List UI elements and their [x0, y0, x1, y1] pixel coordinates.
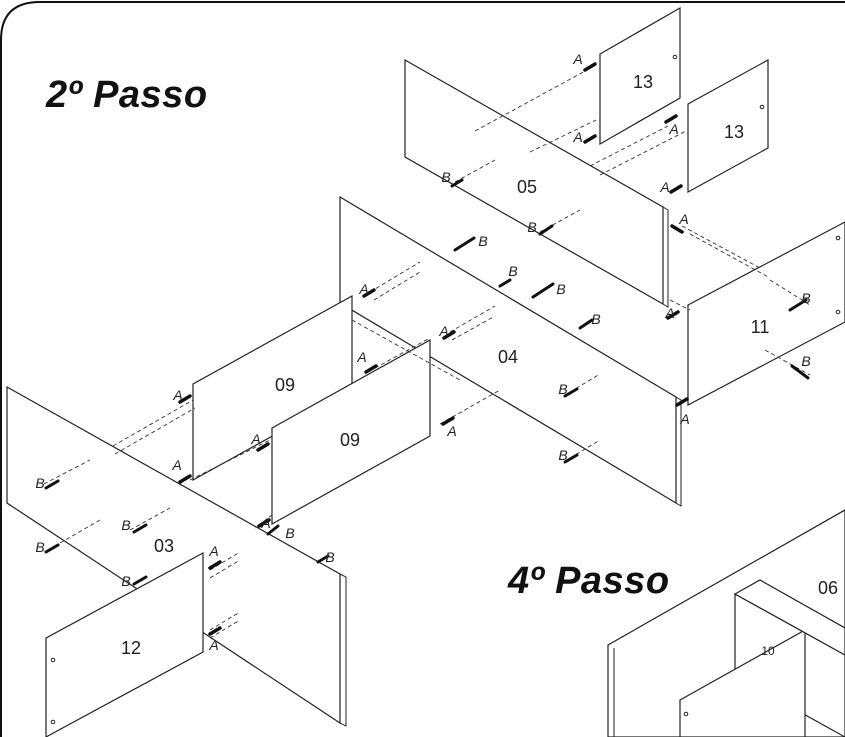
label-b: B — [508, 263, 517, 279]
label-a: A — [208, 543, 218, 559]
panel-03: 03 — [6, 385, 347, 727]
label-a: A — [679, 411, 689, 427]
label-a: A — [358, 281, 368, 297]
panel-12-label: 12 — [121, 638, 141, 658]
step-2-title: 2º Passo — [46, 74, 208, 116]
label-b: B — [558, 381, 567, 397]
label-a: A — [260, 515, 270, 531]
panel-12: 12 — [45, 551, 204, 737]
label-a: A — [572, 129, 582, 145]
label-b: B — [801, 353, 810, 369]
panel-11: 11 — [687, 221, 845, 406]
label-a: A — [250, 431, 260, 447]
dowels — [178, 62, 689, 636]
label-a: A — [171, 457, 181, 473]
panel-06-label: 06 — [818, 578, 838, 598]
panel-04-label: 04 — [498, 347, 518, 367]
panel-09-back: 09 — [192, 294, 353, 482]
label-b: B — [35, 475, 44, 491]
label-b: B — [325, 549, 334, 565]
panel-13-lower-label: 13 — [724, 122, 744, 142]
panel-11-label: 11 — [751, 317, 770, 337]
panel-09-front-label: 09 — [340, 430, 360, 450]
panel-10-label: 10 — [761, 644, 775, 658]
label-b: B — [441, 169, 450, 185]
label-b: B — [285, 525, 294, 541]
label-a: A — [172, 387, 182, 403]
step4-drawing: 06 10 — [607, 509, 845, 737]
alignment-guides — [43, 63, 811, 639]
label-b: B — [527, 219, 536, 235]
panel-04: 04 — [339, 195, 682, 507]
hardware-labels: A A A A A A A A A A A A A A A A A B B B … — [35, 51, 810, 653]
panel-13-upper-label: 13 — [633, 72, 653, 92]
label-a: A — [572, 51, 582, 67]
label-a: A — [659, 179, 669, 195]
screws — [44, 178, 810, 586]
label-b: B — [556, 281, 565, 297]
label-a: A — [678, 211, 688, 227]
label-b: B — [801, 290, 810, 306]
label-b: B — [591, 311, 600, 327]
label-a: A — [208, 637, 218, 653]
panel-13-lower: 13 — [687, 58, 769, 194]
label-b: B — [35, 539, 44, 555]
panel-09-front: 09 — [271, 338, 431, 526]
label-a: A — [446, 423, 456, 439]
step-4-title: 4º Passo — [508, 560, 670, 602]
panel-13-upper: 13 — [599, 6, 681, 146]
label-a: A — [664, 305, 674, 321]
label-a: A — [356, 349, 366, 365]
label-a: A — [668, 121, 678, 137]
label-b: B — [478, 233, 487, 249]
panel-05: 05 — [404, 58, 669, 308]
label-b: B — [558, 447, 567, 463]
panel-09-back-label: 09 — [275, 375, 295, 395]
panel-05-label: 05 — [517, 177, 537, 197]
label-b: B — [121, 573, 130, 589]
label-b: B — [121, 517, 130, 533]
panel-03-label: 03 — [154, 536, 174, 556]
label-a: A — [438, 323, 448, 339]
